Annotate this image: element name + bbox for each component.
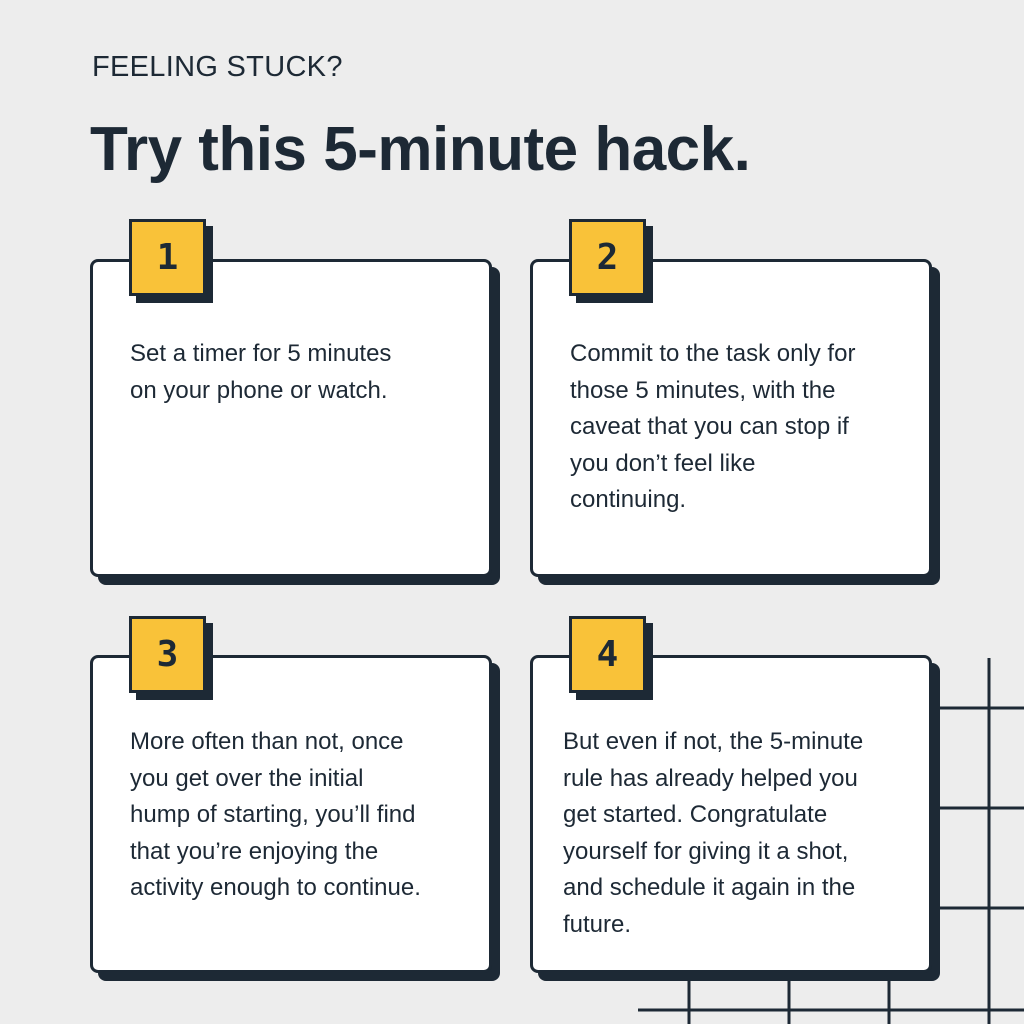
kicker-text: FEELING STUCK? — [92, 51, 343, 83]
page-title: Try this 5-minute hack. — [90, 115, 751, 184]
step-text-4: But even if not, the 5-minute rule has a… — [563, 728, 864, 938]
step-card-1 — [90, 259, 492, 577]
step-badge-1: 1 — [129, 219, 206, 296]
step-text-1: Set a timer for 5 minutes on your phone … — [130, 340, 392, 404]
step-badge-4: 4 — [569, 616, 646, 693]
step-badge-2: 2 — [569, 219, 646, 296]
step-text-2: Commit to the task only for those 5 minu… — [570, 340, 856, 513]
step-card-3 — [90, 655, 492, 973]
step-card-2 — [530, 259, 932, 577]
step-badge-3: 3 — [129, 616, 206, 693]
step-card-4 — [530, 655, 932, 973]
step-text-3: More often than not, once you get over t… — [130, 728, 421, 901]
